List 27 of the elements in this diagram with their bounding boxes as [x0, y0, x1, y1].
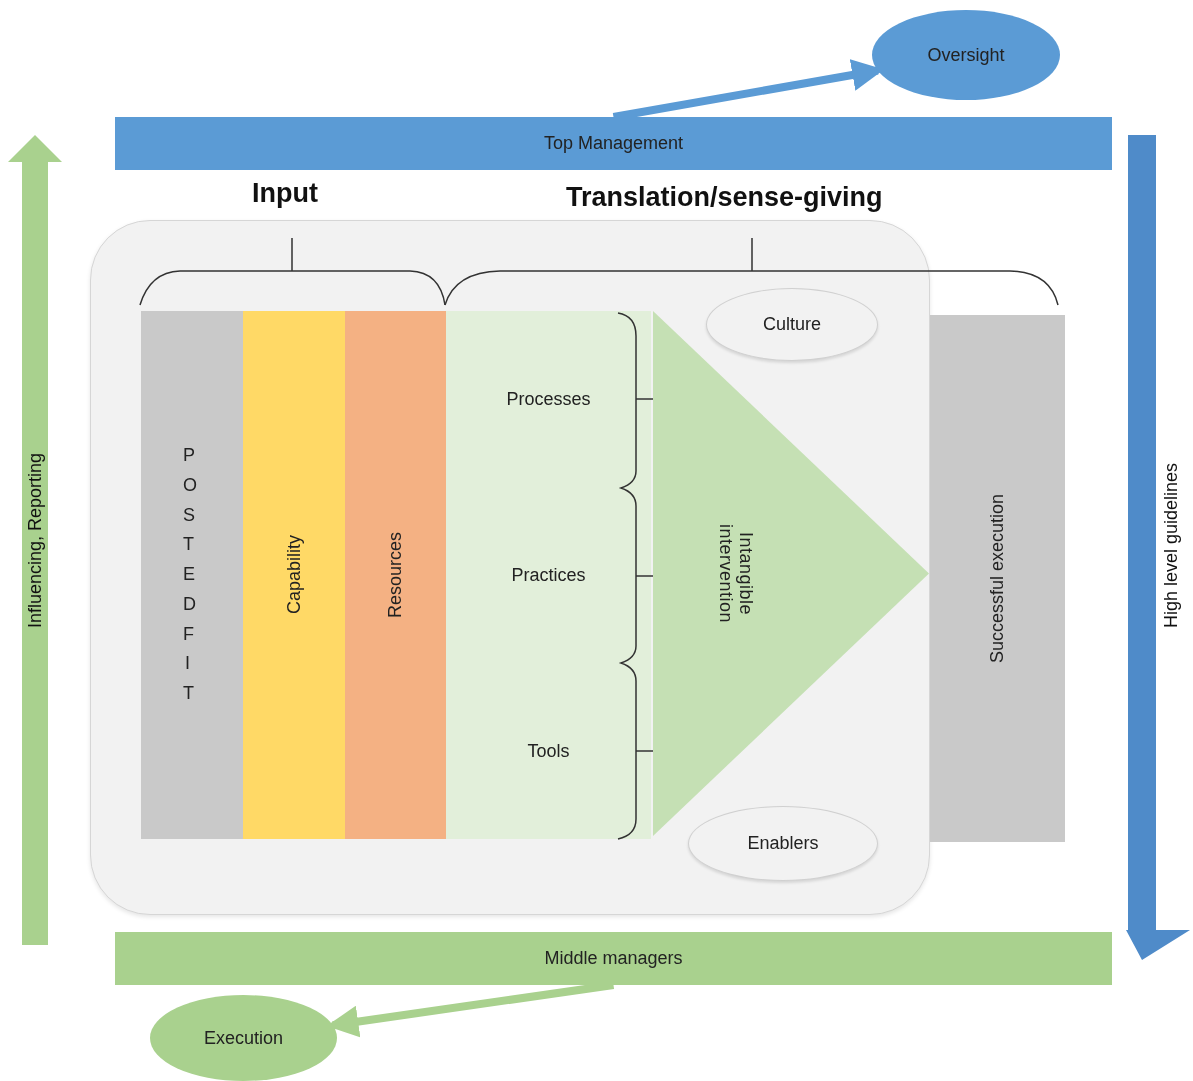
- panel-section: [446, 311, 651, 488]
- arrow-label: High level guidelines: [1160, 461, 1182, 630]
- node-label: Practices: [511, 565, 586, 586]
- arrow-label: Influencing, Reporting: [24, 451, 46, 630]
- management-bar: [115, 117, 1112, 170]
- column-strip: [930, 315, 1065, 842]
- section-heading: Input: [252, 178, 318, 209]
- node-label: Enablers: [747, 833, 819, 854]
- node-label: Culture: [763, 314, 821, 335]
- node-label: Successful execution: [987, 493, 1008, 664]
- node-label: Capability: [283, 535, 305, 615]
- framework-panel: [90, 220, 930, 915]
- management-bar: [115, 932, 1112, 985]
- node-label: Resources: [385, 531, 406, 618]
- panel-section: [446, 663, 651, 839]
- column-strip: [141, 311, 243, 839]
- node-label: Intangible intervention: [715, 522, 757, 626]
- node-label: Processes: [506, 389, 591, 410]
- node-label: Middle managers: [544, 948, 683, 969]
- node-label: Execution: [203, 1027, 284, 1049]
- column-strip: [243, 311, 345, 839]
- column-strip: [345, 311, 446, 839]
- section-heading: Translation/sense-giving: [566, 182, 883, 213]
- node-label: Top Management: [543, 133, 684, 154]
- node-label: POSTEDFIT: [183, 444, 201, 705]
- node-label: Oversight: [927, 44, 1005, 66]
- node-label: Tools: [527, 740, 570, 762]
